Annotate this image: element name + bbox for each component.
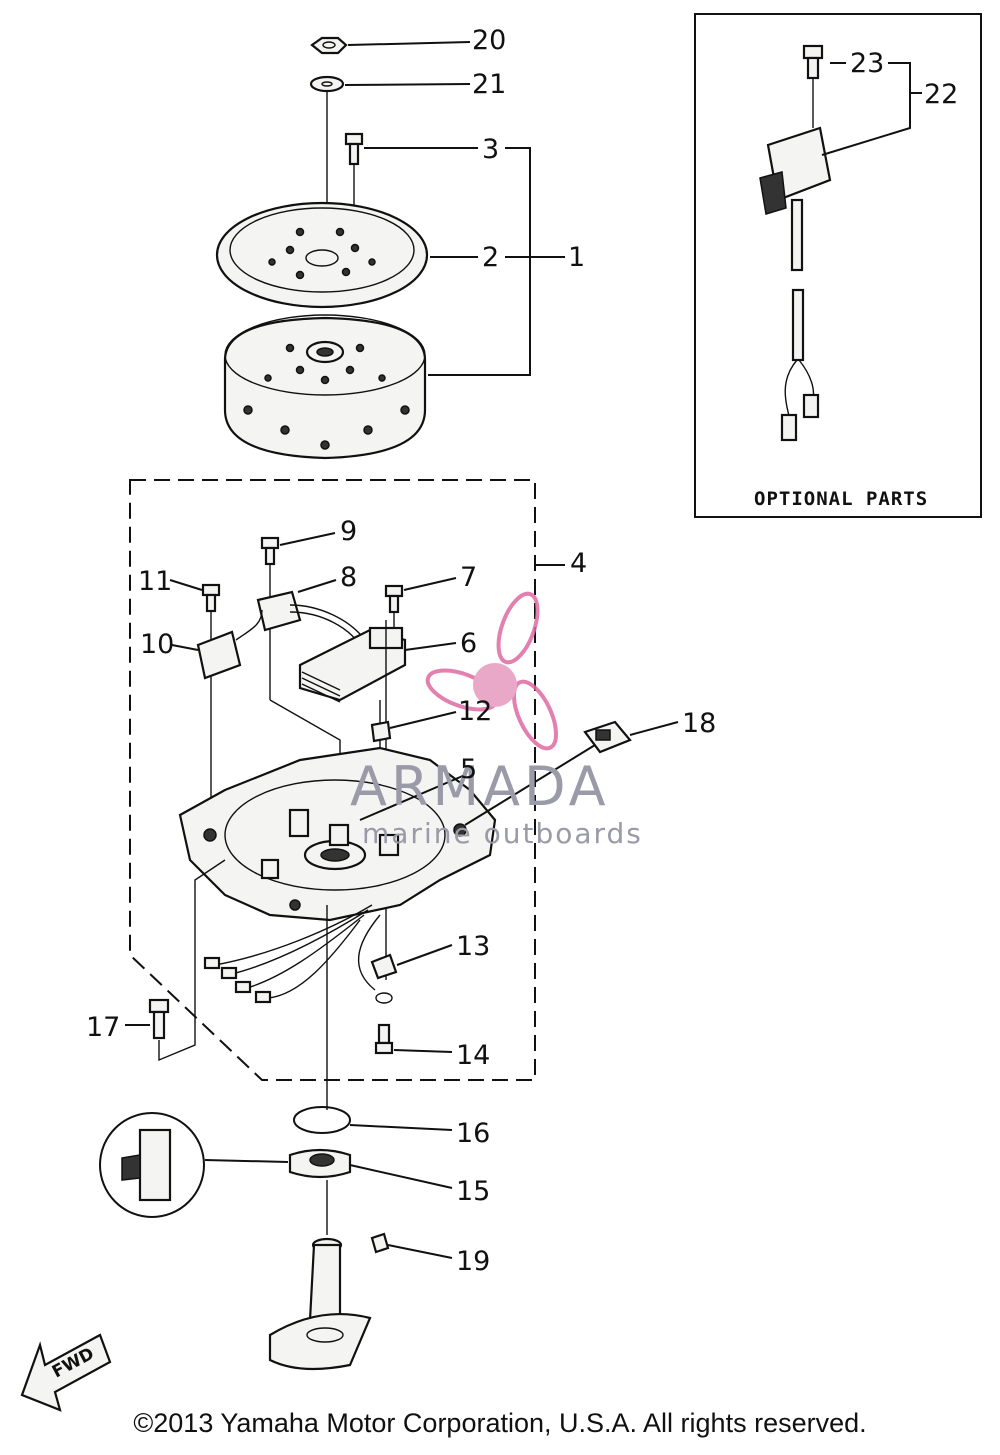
callout-23: 23 bbox=[850, 48, 884, 79]
callout-7: 7 bbox=[460, 562, 477, 593]
bolt-14 bbox=[374, 1023, 394, 1055]
washer-21 bbox=[309, 75, 345, 93]
callout-18: 18 bbox=[682, 708, 716, 739]
assembly-4-boundary bbox=[129, 479, 536, 1081]
o-ring-16 bbox=[293, 1106, 351, 1134]
fwd-arrow: FWD bbox=[20, 1333, 112, 1412]
callout-6: 6 bbox=[460, 628, 477, 659]
bolt-3 bbox=[344, 132, 364, 166]
leader-12 bbox=[389, 711, 457, 729]
bracket-1 bbox=[428, 147, 531, 376]
charge-coil-6 bbox=[298, 626, 407, 703]
flywheel-rotor bbox=[223, 314, 427, 460]
watermark-sub: marine outboards bbox=[362, 817, 643, 850]
rectifier-18 bbox=[583, 720, 632, 754]
leader-7 bbox=[403, 577, 457, 591]
leader-10 bbox=[171, 644, 199, 651]
callout-13: 13 bbox=[456, 931, 490, 962]
callout-9: 9 bbox=[340, 516, 357, 547]
copyright-notice: ©2013 Yamaha Motor Corporation, U.S.A. A… bbox=[133, 1408, 867, 1438]
callout-17: 17 bbox=[86, 1012, 120, 1043]
optional-parts-box bbox=[694, 13, 982, 518]
callout-8: 8 bbox=[340, 562, 357, 593]
crankshaft bbox=[268, 1237, 372, 1371]
callout-16: 16 bbox=[456, 1118, 490, 1149]
wire-harness bbox=[203, 904, 381, 1004]
bolt-17 bbox=[148, 998, 170, 1040]
ring-terminal bbox=[375, 992, 393, 1004]
watermark-brand: ARMADA bbox=[350, 755, 610, 818]
seal-15 bbox=[288, 1148, 352, 1179]
leader-15 bbox=[349, 1164, 453, 1189]
coil-10 bbox=[196, 609, 263, 680]
nut-20 bbox=[310, 36, 348, 55]
leader-16 bbox=[349, 1124, 453, 1131]
bolt-23 bbox=[802, 44, 824, 80]
bracket-22 bbox=[821, 62, 911, 156]
callout-1: 1 bbox=[568, 242, 585, 273]
key-19 bbox=[370, 1232, 390, 1254]
bolt-7 bbox=[384, 584, 404, 614]
bolt-11 bbox=[201, 583, 221, 613]
callout-11: 11 bbox=[138, 566, 172, 597]
callout-2: 2 bbox=[482, 242, 499, 273]
bolt-9 bbox=[260, 536, 280, 566]
leader-9 bbox=[279, 532, 336, 546]
clamp-13 bbox=[370, 953, 398, 980]
leader-18 bbox=[464, 744, 596, 826]
flywheel-cover-2 bbox=[215, 201, 429, 309]
optional-parts-label: OPTIONAL PARTS bbox=[754, 488, 928, 510]
callout-19: 19 bbox=[456, 1246, 490, 1277]
detail-leader bbox=[204, 1159, 289, 1163]
leader-6 bbox=[404, 642, 457, 651]
callout-12: 12 bbox=[458, 696, 492, 727]
callout-5: 5 bbox=[460, 754, 477, 785]
leader-8 bbox=[297, 579, 337, 593]
detail-view bbox=[99, 1112, 205, 1218]
leader-19 bbox=[387, 1244, 453, 1259]
leader-11 bbox=[169, 579, 203, 591]
switch-22 bbox=[759, 126, 832, 442]
leader-21 bbox=[344, 83, 471, 86]
callout-21: 21 bbox=[472, 69, 506, 100]
callout-10: 10 bbox=[140, 629, 174, 660]
stator-base-5 bbox=[178, 746, 497, 922]
watermark-logo bbox=[425, 591, 559, 751]
callout-22: 22 bbox=[924, 79, 958, 110]
leader-20 bbox=[347, 41, 471, 46]
leader-13 bbox=[396, 944, 453, 966]
callout-4: 4 bbox=[570, 548, 587, 579]
callout-15: 15 bbox=[456, 1176, 490, 1207]
leader-14 bbox=[393, 1049, 453, 1053]
bolt-17-path bbox=[158, 859, 226, 1062]
callout-14: 14 bbox=[456, 1040, 490, 1071]
leader-18-label bbox=[629, 721, 679, 736]
leader-5 bbox=[359, 774, 466, 821]
callout-3: 3 bbox=[482, 134, 499, 165]
callout-20: 20 bbox=[472, 25, 506, 56]
clamp-12 bbox=[370, 720, 392, 743]
